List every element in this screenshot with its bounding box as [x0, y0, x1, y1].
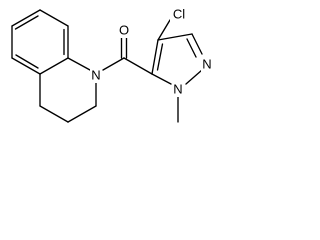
- bond-benzene-1: [39, 9, 69, 27]
- chlorine-atom: Cl: [170, 6, 188, 22]
- bond-benzene-6: [11, 9, 41, 27]
- chlorine-atom-text: Cl: [173, 6, 185, 21]
- pyrazole-n2-atom-text: N: [202, 56, 211, 71]
- ring-nitrogen-atom: N: [90, 67, 102, 83]
- pyrazole-n2-atom: N: [201, 56, 213, 72]
- bond-c2-c3: [67, 105, 97, 123]
- bond-benzene-double-1: [14, 15, 39, 30]
- bond-c5-c4-a: [151, 39, 159, 75]
- bond-c5-c4-b: [156, 43, 164, 71]
- bond-benzene-double-3: [15, 54, 39, 69]
- oxygen-atom-text: O: [119, 22, 129, 37]
- oxygen-atom: O: [118, 22, 130, 38]
- chemical-structure-diagram: O ClN N N: [11, 6, 213, 123]
- bond-carbonyl-c5: [123, 57, 153, 75]
- ring-nitrogen-atom-text: N: [91, 67, 100, 82]
- bond-benzene-4: [11, 57, 41, 75]
- atom-label-layer: O ClN N N: [90, 6, 213, 97]
- bond-c3-n2-b: [186, 38, 197, 58]
- pyrazole-n1-atom: N: [172, 81, 184, 97]
- bond-layer-main: [11, 9, 203, 123]
- bond-c3-n2-a: [191, 33, 203, 55]
- bond-n2-n1: [185, 69, 203, 85]
- bond-n-carbonyl: [102, 57, 125, 71]
- bond-benzene-3: [39, 57, 69, 75]
- bond-c3-c4: [39, 105, 69, 123]
- bond-c4-c3: [157, 33, 193, 41]
- bond-c8a-n: [67, 57, 91, 71]
- pyrazole-n1-atom-text: N: [173, 81, 182, 96]
- bond-c4-cl: [157, 19, 171, 41]
- bond-n1-c5: [151, 73, 172, 85]
